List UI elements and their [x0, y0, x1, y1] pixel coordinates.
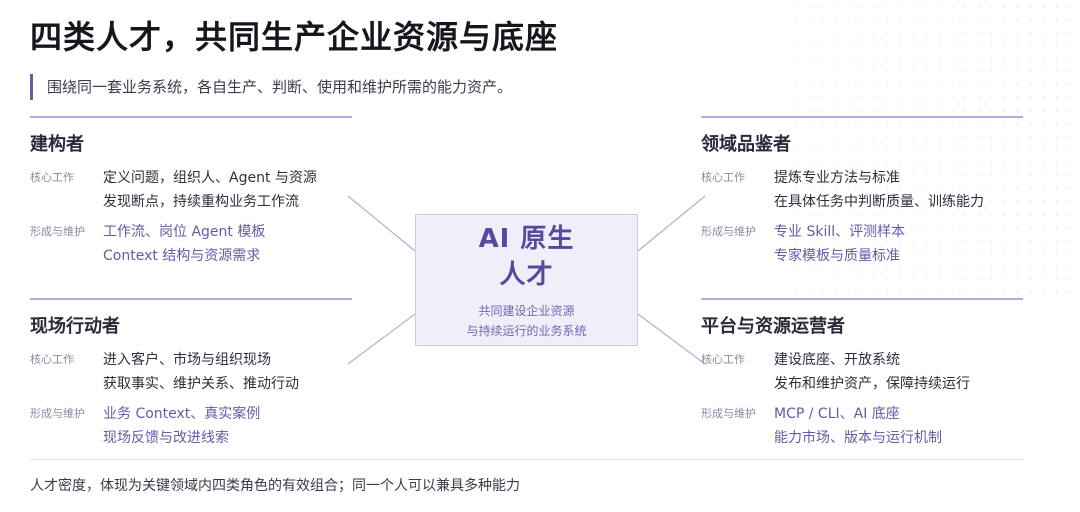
form-maintain-line: 专业 Skill、评测样本	[774, 223, 906, 240]
form-maintain-row: 形成与维护 工作流、岗位 Agent 模板 Context 结构与资源需求	[30, 220, 352, 268]
form-maintain-line: 专家模板与质量标准	[774, 247, 900, 264]
core-work-label: 核心工作	[30, 170, 74, 184]
center-description: 共同建设企业资源 与持续运行的业务系统	[416, 301, 637, 341]
form-maintain-line: 业务 Context、真实案例	[103, 405, 261, 422]
page-title: 四类人才，共同生产企业资源与底座	[30, 18, 559, 56]
card-divider	[30, 116, 352, 118]
core-work-label: 核心工作	[701, 170, 745, 184]
card-divider	[701, 298, 1023, 300]
connector-bottom-left	[347, 313, 416, 365]
form-maintain-line: Context 结构与资源需求	[103, 247, 261, 264]
connector-top-left	[347, 195, 416, 252]
center-desc-line: 共同建设企业资源	[478, 304, 575, 318]
card-divider	[701, 116, 1023, 118]
core-work-label: 核心工作	[30, 352, 74, 366]
role-card-builder: 建构者 核心工作 定义问题，组织人、Agent 与资源 发现断点，持续重构业务工…	[30, 116, 352, 268]
card-divider	[30, 298, 352, 300]
core-work-line: 获取事实、维护关系、推动行动	[103, 375, 299, 392]
core-work-line: 在具体任务中判断质量、训练能力	[774, 193, 984, 210]
center-title: AI 原生 人才	[416, 221, 637, 293]
center-desc-line: 与持续运行的业务系统	[466, 324, 587, 338]
form-maintain-line: MCP / CLI、AI 底座	[774, 405, 900, 422]
core-work-row: 核心工作 建设底座、开放系统 发布和维护资产，保障持续运行	[701, 348, 1023, 396]
core-work-row: 核心工作 提炼专业方法与标准 在具体任务中判断质量、训练能力	[701, 166, 1023, 214]
core-work-line: 提炼专业方法与标准	[774, 169, 900, 186]
form-maintain-line: 能力市场、版本与运行机制	[774, 429, 942, 446]
center-node: AI 原生 人才 共同建设企业资源 与持续运行的业务系统	[415, 214, 638, 346]
form-maintain-label: 形成与维护	[30, 406, 85, 420]
form-maintain-label: 形成与维护	[701, 224, 756, 238]
footer-divider	[30, 459, 1024, 460]
connector-top-right	[637, 195, 706, 252]
core-work-row: 核心工作 进入客户、市场与组织现场 获取事实、维护关系、推动行动	[30, 348, 352, 396]
form-maintain-label: 形成与维护	[30, 224, 85, 238]
connector-bottom-right	[637, 313, 706, 365]
role-name: 建构者	[30, 133, 84, 155]
core-work-label: 核心工作	[701, 352, 745, 366]
center-title-line: 人才	[499, 260, 554, 290]
form-maintain-row: 形成与维护 MCP / CLI、AI 底座 能力市场、版本与运行机制	[701, 402, 1023, 450]
form-maintain-label: 形成与维护	[701, 406, 756, 420]
role-name: 平台与资源运营者	[701, 315, 845, 337]
role-name: 领域品鉴者	[701, 133, 791, 155]
core-work-line: 发现断点，持续重构业务工作流	[103, 193, 299, 210]
form-maintain-row: 形成与维护 专业 Skill、评测样本 专家模板与质量标准	[701, 220, 1023, 268]
form-maintain-line: 现场反馈与改进线索	[103, 429, 229, 446]
role-card-field-actor: 现场行动者 核心工作 进入客户、市场与组织现场 获取事实、维护关系、推动行动 形…	[30, 298, 352, 450]
core-work-line: 定义问题，组织人、Agent 与资源	[103, 169, 317, 186]
form-maintain-row: 形成与维护 业务 Context、真实案例 现场反馈与改进线索	[30, 402, 352, 450]
dot-pattern-decoration	[660, 0, 1080, 300]
core-work-line: 建设底座、开放系统	[774, 351, 900, 368]
page-subtitle: 围绕同一套业务系统，各自生产、判断、使用和维护所需的能力资产。	[30, 74, 512, 100]
form-maintain-line: 工作流、岗位 Agent 模板	[103, 223, 266, 240]
center-title-line: AI 原生	[478, 224, 575, 254]
role-name: 现场行动者	[30, 315, 120, 337]
role-card-domain-connoisseur: 领域品鉴者 核心工作 提炼专业方法与标准 在具体任务中判断质量、训练能力 形成与…	[701, 116, 1023, 268]
core-work-line: 发布和维护资产，保障持续运行	[774, 375, 970, 392]
core-work-row: 核心工作 定义问题，组织人、Agent 与资源 发现断点，持续重构业务工作流	[30, 166, 352, 214]
footer-note: 人才密度，体现为关键领域内四类角色的有效组合；同一个人可以兼具多种能力	[30, 478, 520, 494]
role-card-platform-operator: 平台与资源运营者 核心工作 建设底座、开放系统 发布和维护资产，保障持续运行 形…	[701, 298, 1023, 450]
core-work-line: 进入客户、市场与组织现场	[103, 351, 271, 368]
